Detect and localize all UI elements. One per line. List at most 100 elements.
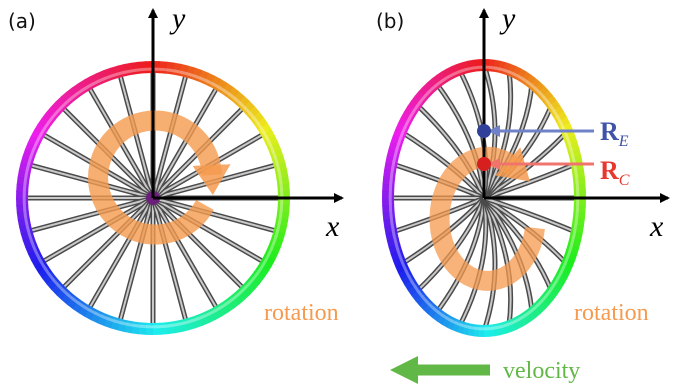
panel-b-rotation-label: rotation <box>574 300 649 326</box>
rim-segment <box>382 176 396 186</box>
spoke-highlight <box>152 197 220 312</box>
rim-segment <box>109 65 121 80</box>
spoke-highlight <box>152 197 267 265</box>
rim-segment <box>257 122 272 136</box>
rim-segment <box>515 313 527 328</box>
rim-segment <box>16 210 30 221</box>
rim-segment <box>386 237 401 249</box>
rim-segment <box>496 60 506 74</box>
rim-segment <box>385 231 399 242</box>
rim-segment <box>66 87 80 102</box>
spoke-highlight <box>86 197 154 312</box>
rim-segment <box>84 306 98 321</box>
rim-segment <box>427 304 441 319</box>
panel-a-y-label: y <box>169 2 186 35</box>
rim-segment <box>191 314 203 329</box>
rim-segment <box>17 169 31 180</box>
rim-segment <box>235 95 250 110</box>
rim-segment <box>245 275 261 290</box>
rim-segment <box>55 96 70 111</box>
rim-segment <box>172 320 183 334</box>
rim-segment <box>18 162 33 174</box>
rim-segment <box>177 63 189 78</box>
rim-segment <box>220 298 235 313</box>
rim-segment <box>196 69 209 84</box>
rim-segment <box>497 322 507 336</box>
rim-segment <box>407 283 422 297</box>
rim-segment <box>570 223 584 234</box>
spoke-highlight <box>118 71 154 199</box>
rim-segment <box>569 230 583 241</box>
rim-segment <box>158 61 168 74</box>
re-pointer-head <box>488 125 500 137</box>
rim-segment <box>546 99 561 113</box>
spoke-highlight <box>483 69 512 199</box>
rim-segment <box>273 222 288 234</box>
rim-segment <box>383 217 397 228</box>
re-label: RE <box>600 117 629 150</box>
rim-segment <box>137 61 147 74</box>
rim-segment <box>451 63 462 78</box>
rim-segment <box>397 117 412 130</box>
rim-segment <box>16 204 29 214</box>
rim-segment <box>384 162 398 173</box>
rim-segment <box>77 79 91 94</box>
velocity-label: velocity <box>503 358 580 384</box>
rim-segment <box>457 320 467 335</box>
rim-segment <box>528 304 541 318</box>
rim-segment <box>415 292 429 306</box>
rim-segment <box>501 61 511 76</box>
spoke-highlight <box>39 197 154 265</box>
rim-segment <box>116 64 128 78</box>
rim-segment <box>550 277 565 291</box>
rim-segment <box>571 168 585 179</box>
rim-segment <box>506 318 517 333</box>
rim-segment <box>531 81 545 95</box>
spoke-highlight <box>118 197 154 325</box>
rim-segment <box>124 320 135 334</box>
rim-segment <box>419 297 433 311</box>
rim-segment <box>159 322 169 335</box>
rim-segment <box>25 242 40 255</box>
rim-segment <box>398 267 413 280</box>
rim-segment <box>27 135 42 149</box>
spoke-highlight <box>483 197 578 234</box>
rim-segment <box>473 324 481 337</box>
panel-b-y-label: y <box>499 2 516 35</box>
rim-segment <box>411 288 426 302</box>
rim-segment <box>214 78 228 94</box>
rim-segment <box>19 223 33 235</box>
rim-segment <box>41 111 56 126</box>
panel-a: (a) x y rotation <box>8 2 344 335</box>
rim-segment <box>527 77 541 92</box>
spoke-highlight <box>415 197 485 293</box>
velocity-arrow-head <box>390 356 418 384</box>
rim-segment <box>511 316 522 330</box>
rim-segment <box>456 62 466 76</box>
rim-segment <box>50 101 65 116</box>
rim-segment <box>519 71 531 85</box>
rim-segment <box>510 65 522 80</box>
rim-segment <box>388 243 403 255</box>
rim-segment <box>164 61 175 75</box>
rim-segment <box>388 142 403 154</box>
rim-segment <box>215 302 229 317</box>
rc-label: RC <box>600 156 630 189</box>
rim-segment <box>392 129 407 141</box>
rim-segment <box>536 296 550 310</box>
rim-segment <box>277 182 290 192</box>
rim-segment <box>546 282 561 296</box>
rim-segment <box>382 211 396 221</box>
rim-segment <box>400 111 415 124</box>
rim-segment <box>37 117 52 131</box>
rim-segment <box>556 266 571 279</box>
rim-segment <box>446 316 458 331</box>
spoke-highlight <box>415 103 485 199</box>
rim-segment <box>42 271 57 285</box>
rim-segment <box>569 154 583 165</box>
spoke-highlight <box>152 71 188 199</box>
rim-segment <box>184 65 196 80</box>
rim-segment <box>563 134 578 146</box>
rim-segment <box>269 235 284 247</box>
